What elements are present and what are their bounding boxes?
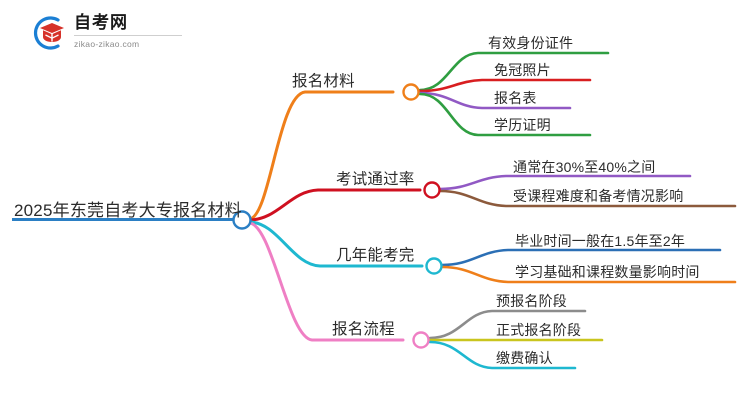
root-node-label[interactable]: 2025年东莞自考大专报名材料 xyxy=(14,201,242,220)
logo-subtitle: zikao-zikao.com xyxy=(74,39,140,49)
leaf-connector-jiaofeiqueren xyxy=(428,340,577,370)
leaf-label-baomingbiao[interactable]: 报名表 xyxy=(494,90,537,106)
branch-connector-baomingliucheng xyxy=(247,221,405,342)
leaf-connector-mianguanzhaopian xyxy=(418,78,592,93)
leaf-label-youxiaoshenfenzhengjian[interactable]: 有效身份证件 xyxy=(488,35,574,51)
site-logo[interactable]: 自考网 zikao-zikao.com xyxy=(28,10,188,54)
leaf-label-xuelizhengming[interactable]: 学历证明 xyxy=(494,117,551,133)
node-circle-baomingliucheng[interactable] xyxy=(412,331,430,349)
branch-label-kaoshitongguolv[interactable]: 考试通过率 xyxy=(336,171,415,188)
node-circle-baomingcailiao[interactable] xyxy=(402,83,420,101)
leaf-connector-xuelizhengming xyxy=(418,92,592,137)
node-circle-kaoshitongguolv[interactable] xyxy=(423,181,441,199)
branch-connector-jiniannengkaowan xyxy=(247,220,424,268)
branch-connector-kaoshitongguolv xyxy=(247,188,422,222)
branch-label-baomingliucheng[interactable]: 报名流程 xyxy=(332,321,395,338)
leaf-connector-biyeshijian xyxy=(440,248,722,267)
leaf-label-tongguolv-yingxiang[interactable]: 受课程难度和备考情况影响 xyxy=(513,188,684,204)
logo-divider xyxy=(74,35,182,36)
node-circle-root[interactable] xyxy=(232,210,252,230)
leaf-label-jiaofeiqueren[interactable]: 缴费确认 xyxy=(496,350,553,366)
leaf-connector-xuexijichu xyxy=(440,265,737,284)
leaf-connector-yubaomingjieduan xyxy=(428,309,587,340)
leaf-connector-baomingbiao xyxy=(418,91,572,110)
logo-text-group: 自考网 zikao-zikao.com xyxy=(74,12,186,52)
logo-title: 自考网 xyxy=(74,13,128,32)
branch-label-jiniannengkaowan[interactable]: 几年能考完 xyxy=(336,247,415,264)
node-circle-jiniannengkaowan[interactable] xyxy=(425,257,443,275)
leaf-label-xuexijichu[interactable]: 学习基础和课程数量影响时间 xyxy=(515,264,700,280)
leaf-connector-youxiaoshenfenzhengjian xyxy=(418,51,610,92)
leaf-label-mianguanzhaopian[interactable]: 免冠照片 xyxy=(494,62,551,78)
leaf-connector-tongguolv-fanwei xyxy=(438,174,692,191)
branch-label-baomingcailiao[interactable]: 报名材料 xyxy=(292,73,355,90)
leaf-connector-tongguolv-yingxiang xyxy=(438,189,737,208)
branch-connector-baomingcailiao xyxy=(247,90,395,221)
leaf-label-tongguolv-fanwei[interactable]: 通常在30%至40%之间 xyxy=(513,159,656,175)
graduation-cap-icon xyxy=(33,16,64,50)
leaf-label-biyeshijian[interactable]: 毕业时间一般在1.5年至2年 xyxy=(515,233,686,249)
leaf-label-yubaomingjieduan[interactable]: 预报名阶段 xyxy=(496,293,567,309)
leaf-label-zhengshibaomingjieduan[interactable]: 正式报名阶段 xyxy=(496,322,582,338)
